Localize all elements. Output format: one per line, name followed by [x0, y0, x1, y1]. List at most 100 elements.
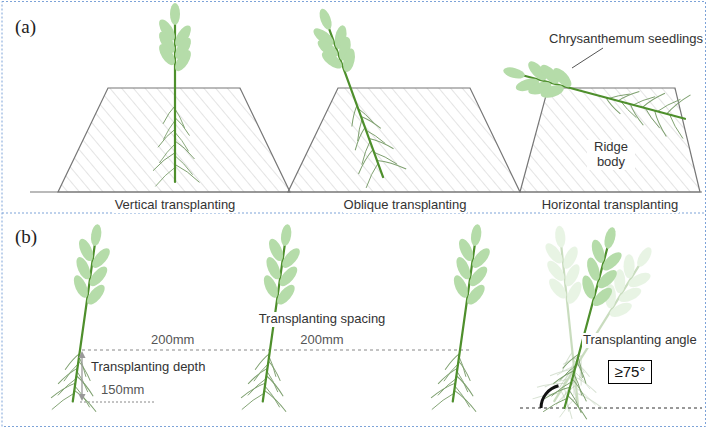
label: Transplanting spacing [258, 312, 387, 327]
leaf [608, 300, 634, 320]
root [52, 391, 74, 413]
ridge-body [520, 88, 700, 192]
label: Oblique transplanting [343, 198, 468, 213]
leaf [277, 264, 301, 289]
label: Chrysanthemum seedlings [548, 32, 704, 47]
depth-line [80, 402, 155, 403]
ground-line [30, 191, 702, 192]
depth-arrow [81, 354, 82, 399]
leaf [467, 264, 491, 289]
label: 200mm [299, 333, 344, 348]
leaf [469, 245, 493, 270]
leaf [84, 282, 108, 307]
leaf [170, 3, 180, 25]
root [533, 383, 560, 409]
root [153, 153, 175, 171]
root [431, 380, 455, 401]
leaf [172, 47, 194, 73]
root [242, 391, 264, 413]
leaf [470, 224, 483, 247]
leaf [580, 274, 598, 300]
leaf [550, 65, 574, 90]
label: Ridge body [587, 140, 635, 170]
leaf [71, 273, 91, 299]
leaf [156, 41, 178, 67]
angle-box: ≥75° [608, 360, 653, 384]
root [576, 386, 595, 407]
leaf [87, 264, 111, 289]
root [51, 380, 75, 401]
leaf [634, 245, 654, 269]
root [175, 164, 200, 182]
leaf [600, 249, 625, 273]
ridge-body [288, 88, 520, 192]
leaf [280, 224, 293, 247]
leaf [502, 65, 526, 80]
root [454, 376, 476, 397]
leaf [319, 48, 345, 71]
stem [327, 23, 383, 177]
seedling [429, 221, 501, 415]
seedling [301, 0, 407, 188]
label: Transplanting angle [582, 333, 698, 348]
root [452, 390, 479, 411]
leaf [341, 47, 357, 73]
root [74, 376, 96, 397]
root [72, 390, 99, 411]
label: Vertical transplanting [114, 198, 237, 213]
arrow-head [79, 394, 86, 401]
leaf [554, 225, 566, 248]
root [360, 163, 385, 188]
leaf [451, 273, 471, 299]
stem [564, 242, 609, 408]
root [369, 132, 393, 156]
leaf [464, 282, 488, 307]
spacing-line [82, 350, 472, 351]
root [577, 391, 603, 411]
leaf [279, 245, 303, 270]
leaf [624, 254, 635, 278]
angle-value: ≥75° [615, 363, 646, 380]
root [163, 106, 175, 124]
root [262, 390, 289, 411]
leaf [590, 285, 615, 309]
root [175, 118, 190, 136]
root [543, 393, 567, 416]
root [155, 167, 175, 186]
leaf [546, 276, 569, 302]
leaf [564, 280, 584, 306]
root [175, 141, 195, 159]
leaf [89, 245, 113, 270]
label: Transplanting depth [90, 360, 206, 375]
root [175, 156, 193, 175]
seedling [498, 46, 695, 140]
leaf [317, 7, 334, 31]
seedling [153, 3, 200, 186]
label: Horizontal transplanting [541, 198, 680, 213]
leader-line [572, 48, 603, 68]
angle-arc [541, 386, 559, 408]
leaf [626, 270, 652, 290]
leaf [539, 83, 565, 101]
root [264, 376, 286, 397]
leaf [261, 273, 281, 299]
label: 200mm [150, 333, 195, 348]
seedling [531, 236, 671, 422]
panel-tag: (a) [14, 16, 37, 38]
leaf [90, 224, 103, 247]
root [241, 380, 265, 401]
stem [518, 74, 685, 119]
root [374, 146, 397, 170]
seedlings [49, 0, 694, 423]
root [432, 391, 454, 413]
leaf [595, 267, 620, 291]
leaf [602, 226, 617, 250]
leaf [274, 282, 298, 307]
root [158, 129, 175, 147]
arrow-head [79, 351, 86, 358]
panel-tag: (b) [14, 226, 38, 248]
stem [453, 239, 476, 401]
label: 150mm [100, 383, 145, 398]
